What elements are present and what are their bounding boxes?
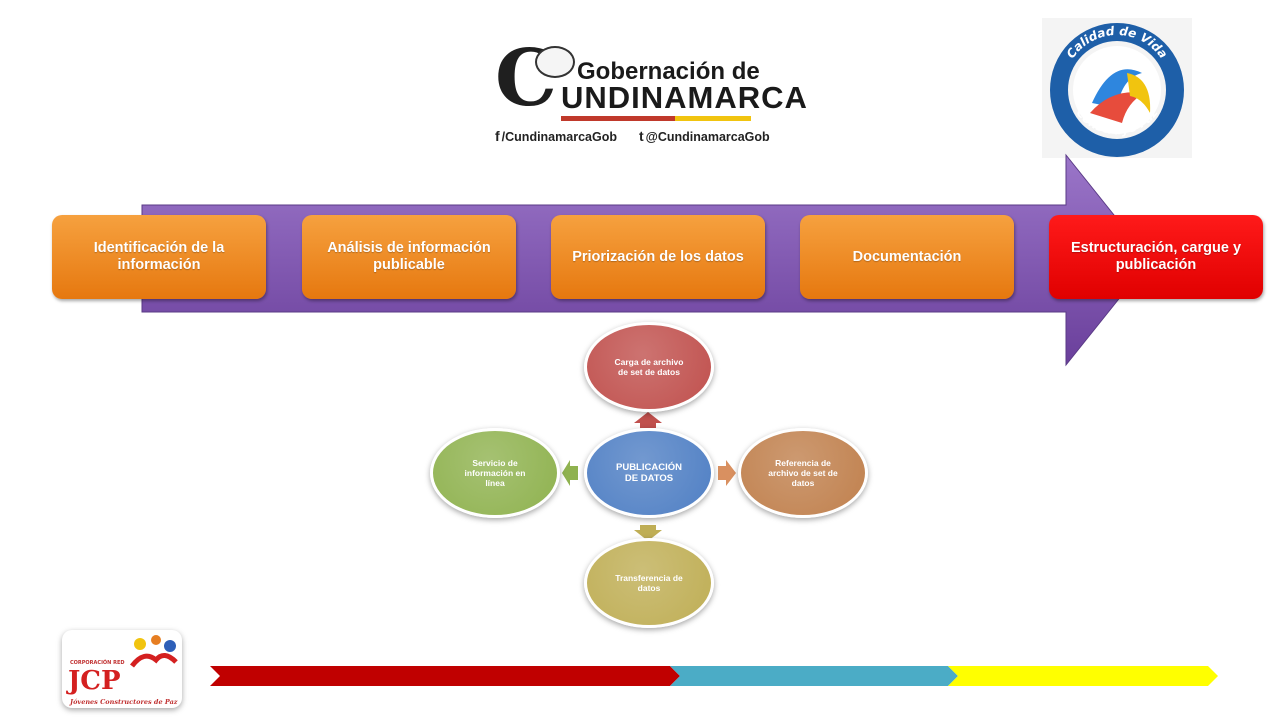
facebook-icon: f [495,128,500,144]
process-step-estructuracion: Estructuración, cargue y publicación [1049,215,1263,299]
jcp-logo-text: JCP [68,666,121,696]
twitter-icon: t [638,128,644,144]
footer-stripe-yellow [948,666,1218,686]
connector-arrow-bottom [634,525,662,541]
process-step-documentacion: Documentación [800,215,1014,299]
cycle-node-label: Referencia de archivo de set de datos [768,458,838,488]
connector-arrow-top [634,412,662,428]
connector-arrow-right [718,460,736,486]
process-step-analisis: Análisis de información publicable [302,215,516,299]
facebook-handle: /CundinamarcaGob [501,130,617,144]
cycle-node-transferencia: Transferencia de datos [584,538,714,628]
cycle-node-label: Carga de archivo de set de datos [614,357,684,377]
gov-logo-line2: UNDINAMARCA [561,80,808,115]
jcp-top-text: CORPORACIÓN RED [70,660,125,666]
gobernacion-logo: C Gobernación de UNDINAMARCA f/Cundinama… [495,40,807,150]
calidad-de-vida-emblem: Calidad de Vida Construye Paz [1050,23,1184,157]
cycle-node-label: Servicio de información en línea [464,458,526,488]
cycle-node-label: Transferencia de datos [615,573,683,593]
process-step-label: Priorización de los datos [572,248,744,265]
cycle-node-referencia: Referencia de archivo de set de datos [738,428,868,518]
twitter-handle: @CundinamarcaGob [645,130,770,144]
cycle-node-carga: Carga de archivo de set de datos [584,322,714,412]
cycle-node-servicio: Servicio de información en línea [430,428,560,518]
process-step-label: Documentación [852,248,962,265]
process-step-label: Estructuración, cargue y publicación [1070,240,1242,273]
process-step-label: Análisis de información publicable [327,240,491,273]
process-step-identificacion: Identificación de la información [52,215,266,299]
coat-of-arms-icon [535,46,575,78]
process-step-priorizacion: Priorización de los datos [551,215,765,299]
gov-logo-stripe [561,116,751,121]
jcp-subtitle: Jóvenes Constructores de Paz [70,698,178,706]
cycle-node-publicacion: PUBLICACIÓN DE DATOS [584,428,714,518]
gov-logo-line1: Gobernación de [577,58,760,85]
connector-arrow-left [562,460,578,486]
footer-stripe-red [210,666,680,686]
jcp-logo: CORPORACIÓN RED JCP Jóvenes Constructore… [62,630,182,708]
footer-stripe-blue [670,666,958,686]
calidad-de-vida-badge: Calidad de Vida Construye Paz [1042,18,1192,158]
process-step-label: Identificación de la información [93,240,225,273]
social-handles: f/CundinamarcaGob t@CundinamarcaGob [495,128,770,144]
jcp-figures-icon [130,635,178,668]
cycle-center-label: PUBLICACIÓN DE DATOS [616,462,682,484]
